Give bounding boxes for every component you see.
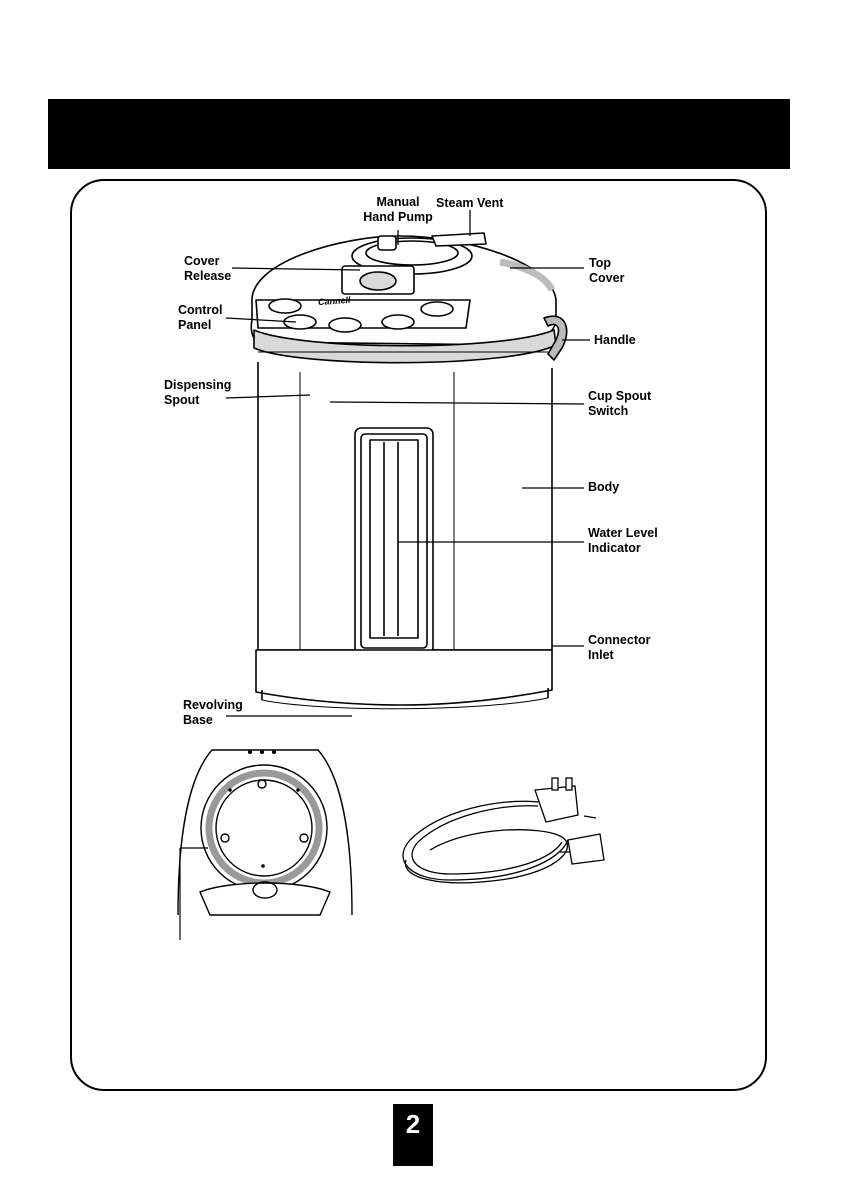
panel-button-icon bbox=[269, 299, 301, 313]
panel-button-icon bbox=[421, 302, 453, 316]
label-steam-vent: Steam Vent bbox=[436, 196, 503, 211]
panel-button-icon bbox=[329, 318, 361, 332]
base-detail-illustration bbox=[178, 750, 352, 940]
label-handle: Handle bbox=[594, 333, 636, 348]
label-body: Body bbox=[588, 480, 619, 495]
panel-button-icon bbox=[382, 315, 414, 329]
steam-vent-icon bbox=[432, 233, 486, 246]
water-level-window-illustration bbox=[355, 428, 433, 654]
plug-icon bbox=[535, 786, 578, 822]
top-cover-illustration bbox=[251, 233, 556, 363]
power-cord-illustration bbox=[403, 778, 604, 883]
control-panel-illustration bbox=[256, 299, 470, 332]
connector-icon bbox=[568, 834, 604, 864]
base-illustration bbox=[256, 650, 552, 705]
pump-knob-icon bbox=[378, 236, 396, 250]
page-number: 2 bbox=[393, 1104, 433, 1166]
